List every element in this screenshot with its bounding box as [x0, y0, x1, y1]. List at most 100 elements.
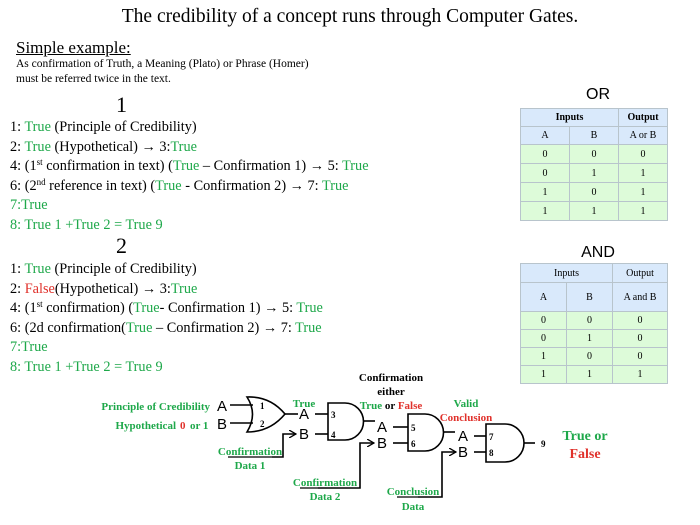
true-value: True: [24, 119, 51, 135]
label-conclusion: Conclusion: [440, 412, 493, 424]
line-text: 4: (1: [10, 300, 37, 316]
result-true-or: True or: [562, 429, 607, 444]
false-value: False: [398, 400, 423, 412]
cell: 1: [569, 163, 619, 183]
label-confirmation-data-1-a: Confirmation: [218, 446, 282, 458]
true-value: True: [155, 177, 182, 194]
example-2-number: 2: [116, 233, 127, 258]
cell: 1: [569, 201, 619, 221]
pin-a-gate1: A: [217, 398, 227, 415]
pin-b-gate3: B: [377, 435, 387, 452]
gate-pin-4: 4: [331, 430, 336, 440]
true-value: True: [125, 319, 153, 336]
example-2-line-5: 7:True: [10, 339, 48, 355]
line-text: (Principle of Credibility): [50, 119, 197, 135]
label-confirmation-data-2-a: Confirmation: [293, 477, 357, 489]
label-true-or-false: True or False: [360, 400, 423, 412]
confirmation-data-2-arrow: [318, 443, 374, 489]
gate-pin-3: 3: [331, 410, 336, 420]
cell: 1: [566, 329, 613, 348]
cell: 1: [618, 201, 668, 221]
line-prefix: 1:: [10, 261, 25, 277]
true-value: True: [342, 158, 369, 174]
label-confirmation-data-2-b: Data 2: [310, 491, 341, 503]
true-value: True: [295, 319, 322, 336]
cell: 0: [612, 329, 668, 348]
cell: 1: [618, 182, 668, 202]
result-false: False: [569, 447, 600, 462]
line-text: (Hypothetical) → 3:: [54, 280, 171, 297]
label-conclusion-data-b: Data: [402, 501, 425, 513]
example-2-line-2: 2: False(Hypothetical) → 3:True: [10, 280, 323, 300]
line-text: confirmation in text) (: [42, 158, 173, 174]
cell: 0: [612, 311, 668, 330]
pin-b-gate1: B: [217, 416, 227, 433]
label-true: True: [293, 398, 316, 410]
line-text: - Confirmation 2) → 7:: [181, 177, 322, 194]
and-col-output: A and B: [612, 282, 668, 312]
line-text: confirmation) (: [42, 300, 134, 316]
example-1-line-2: 2: True (Hypothetical) → 3:True: [10, 138, 369, 158]
and-col-a: A: [520, 282, 567, 312]
output-pin-9: 9: [541, 439, 546, 449]
or-col-a: A: [520, 126, 570, 145]
pin-b-gate4: B: [458, 444, 468, 461]
line-text: 4: (1: [10, 158, 37, 174]
example-2-line-6: 8: True 1 +True 2 = True 9: [10, 358, 163, 375]
line-text: (Principle of Credibility): [50, 261, 197, 277]
example-1-line-5: 7:True: [10, 197, 48, 213]
page-title: The credibility of a concept runs throug…: [121, 6, 579, 27]
line-prefix: 1:: [10, 119, 25, 135]
or-gate-1: [245, 396, 287, 433]
or-col-b: B: [569, 126, 619, 145]
or-header-output: Output: [618, 108, 668, 127]
cell: 1: [566, 365, 613, 384]
cell: 0: [618, 144, 668, 164]
or-text: or: [382, 400, 398, 412]
true-value: True: [170, 280, 198, 297]
ordinal-suffix: st: [36, 157, 43, 167]
intro-line-1: As confirmation of Truth, a Meaning (Pla…: [16, 58, 309, 70]
true-value: True: [24, 261, 51, 277]
example-1-line-4: 6: (2nd reference in text) (True - Confi…: [10, 177, 369, 197]
gate-pin-8: 8: [489, 448, 494, 458]
example-1-lines: 1: True (Principle of Credibility) 2: Tr…: [10, 118, 369, 235]
section-subtitle: Simple example:: [16, 38, 131, 57]
gate-pin-5: 5: [411, 423, 416, 433]
cell: 0: [612, 347, 668, 366]
label-confirmation-data-1-b: Data 1: [235, 460, 266, 472]
line-prefix: 2:: [10, 138, 25, 155]
gate-pin-1: 1: [260, 401, 265, 411]
example-1-line-6: 8: True 1 +True 2 = True 9: [10, 216, 163, 233]
line-text: 6: (2: [10, 177, 37, 194]
example-2-line-3: 4: (1st confirmation) (True- Confirmatio…: [10, 299, 323, 319]
conclusion-data-arrow: [418, 452, 456, 498]
cell: 1: [618, 163, 668, 183]
cell: 0: [569, 144, 619, 164]
cell: 1: [520, 182, 570, 202]
true-value: True: [360, 400, 383, 412]
true-value: True: [24, 138, 51, 155]
label-confirmation-either-2: either: [377, 386, 405, 398]
label-hypothetical: Hypothetical: [116, 420, 177, 432]
gate-pin-2: 2: [260, 419, 265, 429]
line-text: 6: (2d confirmation(: [10, 319, 126, 336]
true-value: True: [133, 300, 160, 316]
example-2-line-1: 1: True (Principle of Credibility): [10, 260, 323, 280]
line-text: reference in text) (: [45, 177, 156, 194]
gate-pin-6: 6: [411, 439, 416, 449]
line-text: (Hypothetical) → 3:: [50, 138, 171, 155]
cell: 1: [520, 201, 570, 221]
cell: 0: [520, 163, 570, 183]
line-text: - Confirmation 1) → 5:: [159, 300, 297, 316]
and-gate-3: [407, 413, 445, 452]
label-confirmation-either-1: Confirmation: [359, 372, 423, 384]
